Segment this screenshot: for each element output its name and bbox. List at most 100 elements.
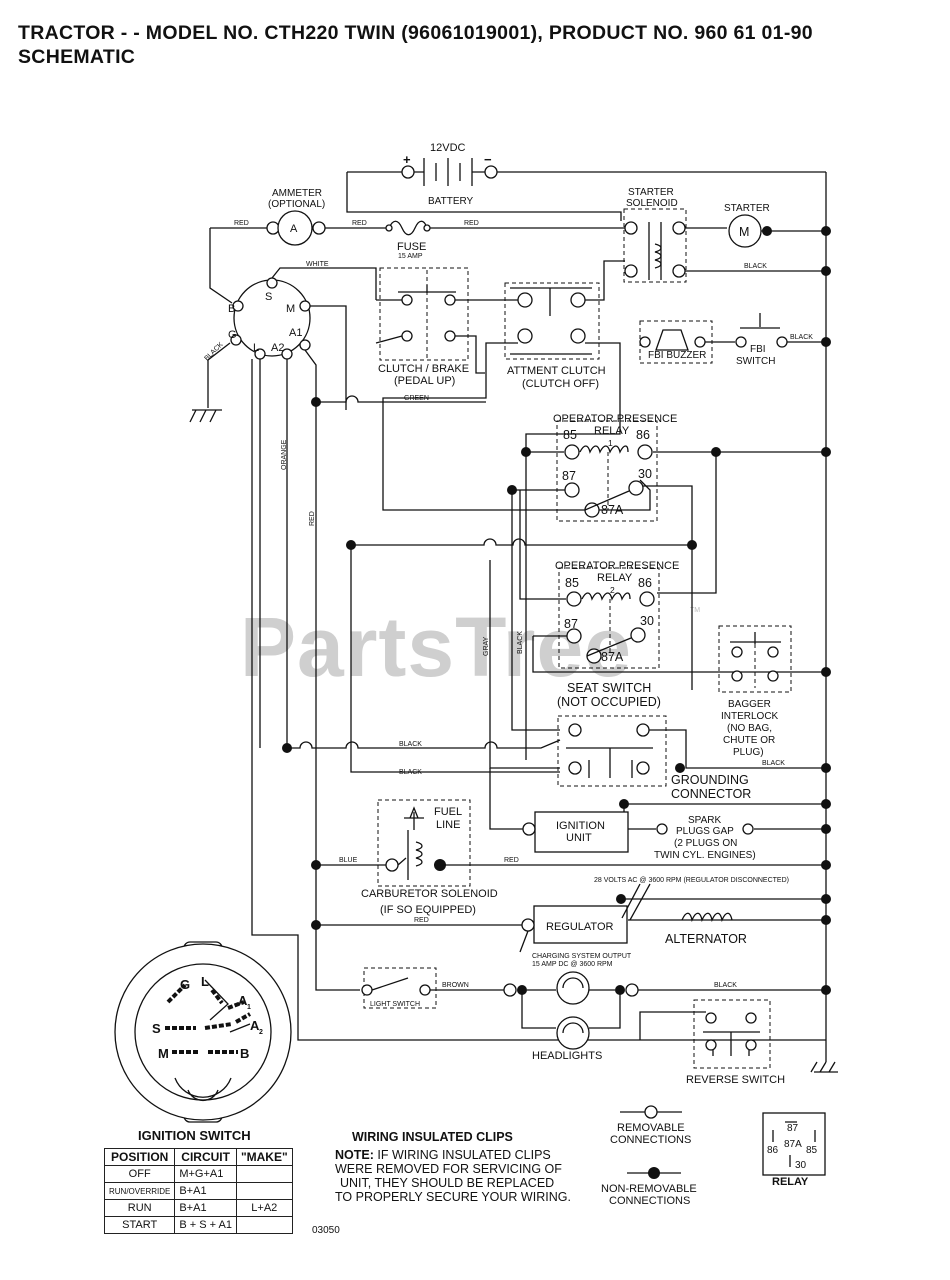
carburetor-solenoid-box [377,799,471,887]
svg-text:2: 2 [610,585,615,595]
svg-text:RED: RED [464,220,479,227]
battery-minus-sign: − [484,152,492,167]
svg-text:CONNECTOR: CONNECTOR [671,787,751,801]
fuse-label: FUSE [397,241,426,253]
chassis-ground-left [189,409,222,423]
svg-text:B: B [240,1046,249,1061]
svg-text:PLUG): PLUG) [733,747,764,758]
clutch-brake-switch-box [379,267,469,361]
bagger-interlock-box [718,625,792,693]
svg-text:BLACK: BLACK [790,334,813,341]
ignition-unit-label: IGNITION [556,820,605,832]
charging-note: CHARGING SYSTEM OUTPUT [532,953,632,960]
svg-text:BLACK: BLACK [203,341,224,362]
svg-text:BLACK: BLACK [399,769,422,776]
svg-text:BLUE: BLUE [339,857,358,864]
svg-text:BLACK: BLACK [744,263,767,270]
svg-text:(CLUTCH OFF): (CLUTCH OFF) [522,378,599,390]
clips-title: WIRING INSULATED CLIPS [352,1130,513,1144]
svg-text:SWITCH: SWITCH [736,356,775,367]
svg-text:BLACK: BLACK [714,982,737,989]
legend-non-removable-label: NON-REMOVABLE [601,1183,697,1195]
wire-reverse-loop [251,359,826,1041]
fuse-rating: 15 AMP [398,253,423,260]
svg-text:86: 86 [636,428,650,442]
svg-text:(NO BAG,: (NO BAG, [727,723,772,734]
clutch-brake-label: CLUTCH / BRAKE [378,363,469,375]
svg-text:M: M [158,1046,169,1061]
battery-cells [423,158,473,186]
fbi-buzzer-label: FBI BUZZER [648,350,706,361]
svg-text:S: S [152,1021,161,1036]
svg-text:1: 1 [608,438,613,448]
svg-text:87: 87 [564,617,578,631]
wire-red-A1 [304,349,360,991]
attment-clutch-box [504,282,600,360]
fbi-switch [740,313,780,329]
page-title: TRACTOR - - MODEL NO. CTH220 TWIN (96061… [18,22,813,44]
regulator-label: REGULATOR [546,921,613,933]
watermark: PartsTree [240,600,632,694]
wire-black-G-ground [207,342,231,408]
svg-text:G: G [228,329,237,341]
svg-text:87A: 87A [601,503,624,517]
carburetor-solenoid-label: CARBURETOR SOLENOID [361,888,498,900]
voltage-label: 12VDC [430,142,466,154]
bagger-interlock-label: BAGGER [728,699,771,710]
svg-text:M: M [286,303,295,315]
headlight-2 [556,1016,590,1050]
svg-text:B: B [228,303,235,315]
svg-text:85: 85 [565,576,579,590]
svg-text:L: L [201,974,209,989]
svg-text:RED: RED [504,857,519,864]
light-switch-label: LIGHT SWITCH [370,1001,420,1008]
fuse [388,220,428,236]
svg-text:87: 87 [562,469,576,483]
seat-switch-box [557,715,667,787]
svg-text:G: G [180,977,190,992]
fbi-buzzer [655,329,689,351]
volts-note: 28 VOLTS AC @ 3600 RPM (REGULATOR DISCON… [594,877,789,884]
reverse-switch-label: REVERSE SWITCH [686,1074,785,1086]
starter-symbol: M [739,225,749,239]
watermark-tm: TM [690,607,700,614]
ignition-unit [534,811,629,853]
svg-text:15 AMP DC @ 3600 RPM: 15 AMP DC @ 3600 RPM [532,961,613,968]
svg-text:TWIN CYL. ENGINES): TWIN CYL. ENGINES) [654,850,756,861]
attment-clutch-label: ATTMENT CLUTCH [507,365,606,377]
ammeter-optional-label: (OPTIONAL) [268,199,325,210]
svg-text:30: 30 [638,467,652,481]
wire-green [316,395,486,403]
svg-text:LINE: LINE [436,819,460,831]
starter-solenoid-label: STARTER [628,187,674,198]
relay-symbol [762,1112,826,1176]
relay-2-title: OPERATOR PRESENCE [555,560,679,572]
wire-M [310,305,347,410]
alternator-label: ALTERNATOR [665,932,747,946]
grounding-connector-label: GROUNDING [671,773,749,787]
svg-text:(IF SO EQUIPPED): (IF SO EQUIPPED) [380,904,476,916]
svg-text:CHUTE OR: CHUTE OR [723,735,775,746]
svg-text:RED: RED [309,511,316,526]
svg-text:BLACK: BLACK [517,631,524,654]
fbi-switch-label: FBI [750,344,766,355]
legend-removable-label: REMOVABLE [617,1122,685,1134]
svg-text:87: 87 [787,1123,799,1134]
table-row: START B + S + A1 [103,1216,293,1234]
svg-text:BLACK: BLACK [399,741,422,748]
reverse-switch-box [693,999,771,1069]
svg-text:30: 30 [640,614,654,628]
svg-text:86: 86 [767,1145,779,1156]
svg-text:INTERLOCK: INTERLOCK [721,711,779,722]
relay-1-title: OPERATOR PRESENCE [553,413,677,425]
headlights-label: HEADLIGHTS [532,1050,602,1062]
svg-text:RELAY: RELAY [597,572,633,584]
svg-text:(PEDAL UP): (PEDAL UP) [394,375,455,387]
svg-text:RED: RED [414,917,429,924]
svg-text:BROWN: BROWN [442,982,469,989]
battery-minus-terminal [484,165,498,179]
wire-battery-to-solenoid [346,172,622,221]
battery-plus-sign: + [403,152,411,167]
headlight-1 [556,971,590,1005]
battery-label: BATTERY [428,196,474,207]
